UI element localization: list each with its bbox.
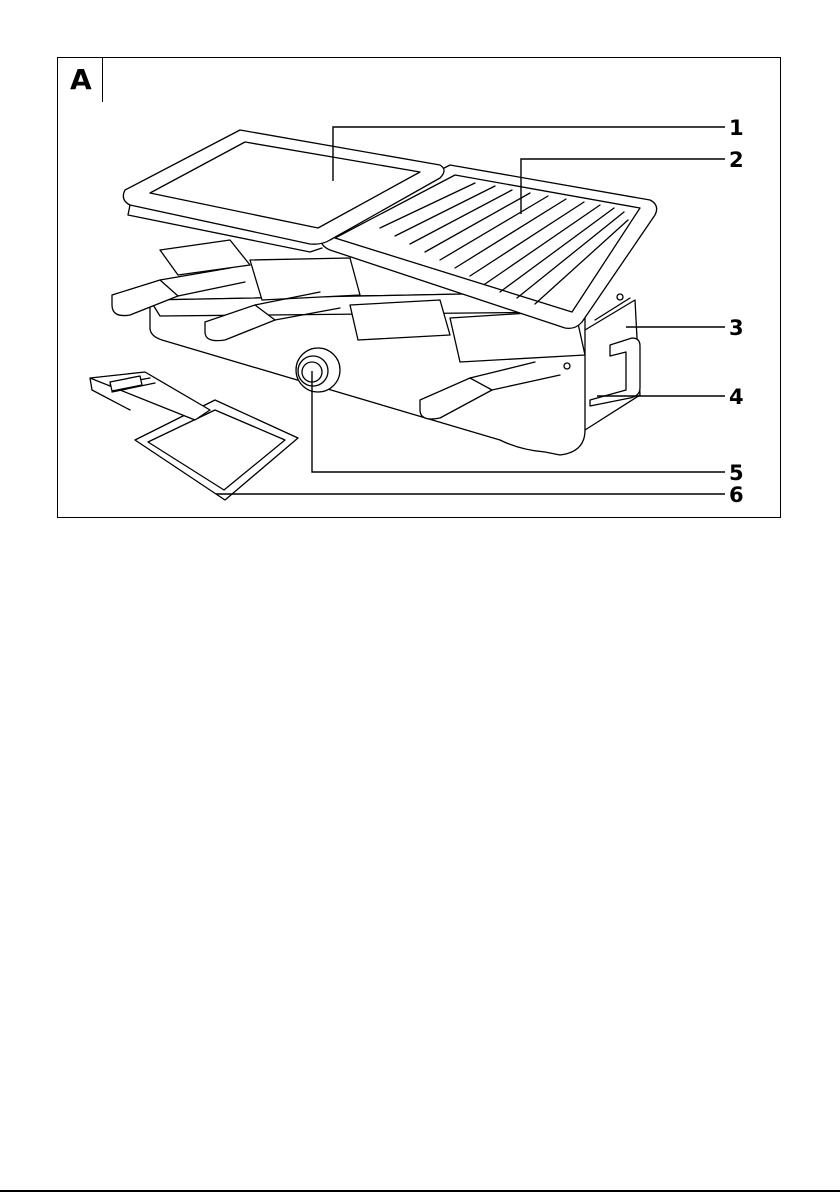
callout-2: 2 <box>729 148 744 172</box>
callout-4: 4 <box>729 385 744 409</box>
knob-drawing <box>296 348 340 392</box>
raclette-pan-drawing <box>90 372 298 500</box>
callout-1: 1 <box>729 116 744 140</box>
callout-6: 6 <box>729 483 744 507</box>
callout-3: 3 <box>729 316 744 340</box>
callout-5: 5 <box>729 461 744 485</box>
